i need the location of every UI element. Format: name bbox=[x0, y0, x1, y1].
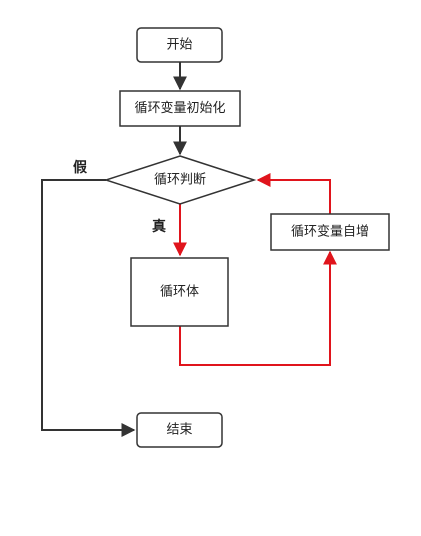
node-end: 结束 bbox=[136, 412, 223, 448]
node-body: 循环体 bbox=[130, 257, 229, 327]
node-body-label: 循环体 bbox=[160, 285, 199, 300]
node-init: 循环变量初始化 bbox=[119, 90, 241, 127]
node-update-label: 循环变量自增 bbox=[291, 224, 369, 240]
edge-condition-false-to-end bbox=[41, 179, 136, 437]
false-branch-label: 假 bbox=[73, 159, 88, 176]
node-end-label: 结束 bbox=[166, 423, 192, 438]
node-start: 开始 bbox=[136, 27, 223, 63]
node-init-label: 循环变量初始化 bbox=[134, 100, 225, 116]
node-condition: 循环判断 bbox=[103, 155, 257, 205]
node-start-label: 开始 bbox=[166, 38, 192, 53]
edge-update-to-condition bbox=[256, 173, 331, 214]
true-branch-label: 真 bbox=[152, 218, 166, 235]
node-condition-label: 循环判断 bbox=[154, 173, 206, 188]
edge-body-to-update bbox=[179, 250, 337, 366]
node-update: 循环变量自增 bbox=[270, 213, 390, 251]
